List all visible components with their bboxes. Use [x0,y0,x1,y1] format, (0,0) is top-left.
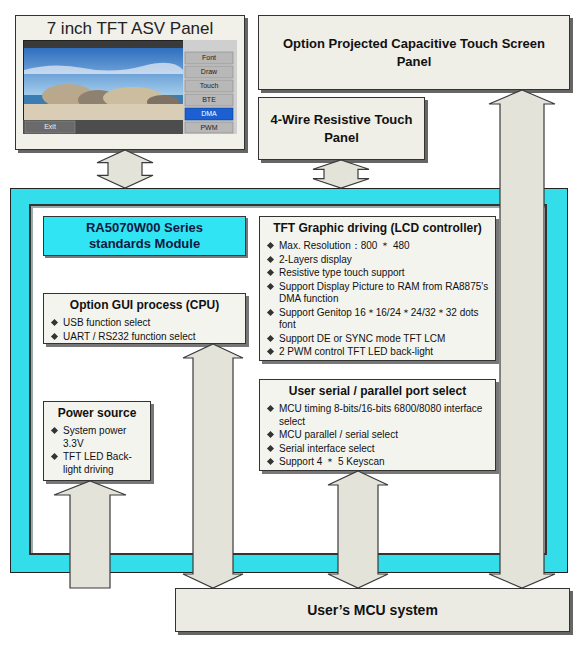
block-arrow [489,90,555,588]
screen-button-label: BTE [185,94,233,106]
bullet-item: 2-Layers display [266,254,489,267]
bullet-text: Support Genitop 16＊16/24＊24/32＊32 dots f… [279,307,479,331]
bullet-symbol [267,348,274,355]
box-text-wrap: 4-Wire Resistive Touch Panel [259,111,424,146]
bullet-symbol [267,255,274,262]
bullet-text: Support DE or SYNC mode TFT LCM [279,333,445,344]
bullet-item: MCU timing 8-bits/16-bits 6800/8080 inte… [266,403,489,428]
bullet-text: Resistive type touch support [279,267,405,278]
touch-panel-box: 4-Wire Resistive Touch Panel [258,97,425,160]
bullet-item: Support Genitop 16＊16/24＊24/32＊32 dots f… [266,307,489,332]
screen-button-label: Exit [25,121,75,133]
bullet-text: Support Display Picture to RAM from RA88… [279,281,488,305]
screen-button-label: Draw [185,66,233,78]
box-text-wrap: Option Projected Capacitive Touch Screen… [259,35,569,70]
bullet-text: USB function select [63,317,150,328]
screen-button-label: Touch [185,80,233,92]
bullet-item: Resistive type touch support [266,267,489,280]
bullet-symbol [267,282,274,289]
box-title: 4-Wire Resistive Touch Panel [259,111,424,146]
screen-button-label: Font [185,52,233,64]
panel-title: 7 inch TFT ASV Panel [16,16,244,39]
block-arrow [97,150,153,188]
box-heading: Option GUI process (CPU) [50,298,239,312]
box-heading: Power source [50,406,144,420]
screen-button-label: PWM [185,122,233,134]
bullet-item: 2 PWM control TFT LED back-light [266,346,489,359]
bullet-item: TFT LED Back-light driving [50,451,144,476]
module-title-box: RA5070W00 Series standards Module [43,216,246,256]
bullet-symbol [51,453,58,460]
box-text-wrap: User’s MCU system [307,601,438,619]
bullet-text: 2-Layers display [279,254,352,265]
function-box: Option GUI process (CPU) USB function sel… [43,293,246,344]
bullet-text: 2 PWM control TFT LED back-light [279,346,433,357]
block-arrow [328,471,388,588]
block-arrow [54,481,126,588]
bullet-symbol [51,319,58,326]
bullet-symbol [267,242,274,249]
bullet-text: Serial interface select [279,443,375,454]
bullet-symbol [267,269,274,276]
block-arrow [183,344,243,588]
bullet-text: TFT LED Back-light driving [63,451,132,475]
bullet-item: UART / RS232 function select [50,331,239,344]
box-heading: TFT Graphic driving (LCD controller) [266,221,489,235]
box-heading: User serial / parallel port select [266,384,489,398]
box-title: Option Projected Capacitive Touch Screen… [259,35,569,70]
screen-button-label: DMA [185,108,233,120]
bullet-text: UART / RS232 function select [63,331,195,342]
bullet-symbol [267,431,274,438]
bullet-item: MCU parallel / serial select [266,429,489,442]
bullet-item: Support DE or SYNC mode TFT LCM [266,333,489,346]
module-title: RA5070W00 Series standards Module [70,220,220,253]
bullet-item: USB function select [50,317,239,330]
function-box: TFT Graphic driving (LCD controller) Max.… [259,216,496,361]
bullet-symbol [267,334,274,341]
bullet-symbol [51,427,58,434]
bullet-item: Support Display Picture to RAM from RA88… [266,281,489,306]
bullet-item: Support 4 ＊ 5 Keyscan [266,456,489,469]
bullet-text: System power 3.3V [63,425,126,449]
mcu-box: User’s MCU system [175,588,570,632]
module-frame: RA5070W00 Series standards Module TFT Gra… [10,188,568,573]
function-box: Power sourceSystem power 3.3VTFT LED Bac… [43,401,151,481]
bullet-text: Max. Resolution：800 ＊ 480 [279,240,410,251]
bullet-item: Max. Resolution：800 ＊ 480 [266,240,489,253]
bullet-symbol [267,458,274,465]
function-box: User serial / parallel port selectMCU ti… [259,379,496,471]
block-arrow [313,160,369,188]
bullet-text: MCU parallel / serial select [279,429,398,440]
bullet-item: System power 3.3V [50,425,144,450]
bullet-symbol [267,308,274,315]
bullet-symbol [267,444,274,451]
bullet-symbol [267,405,274,412]
touch-panel-box: Option Projected Capacitive Touch Screen… [258,15,570,90]
bullet-text: Support 4 ＊ 5 Keyscan [279,456,385,467]
bullet-item: Serial interface select [266,443,489,456]
bullet-symbol [51,332,58,339]
box-title: User’s MCU system [307,602,438,618]
bullet-text: MCU timing 8-bits/16-bits 6800/8080 inte… [279,403,482,427]
